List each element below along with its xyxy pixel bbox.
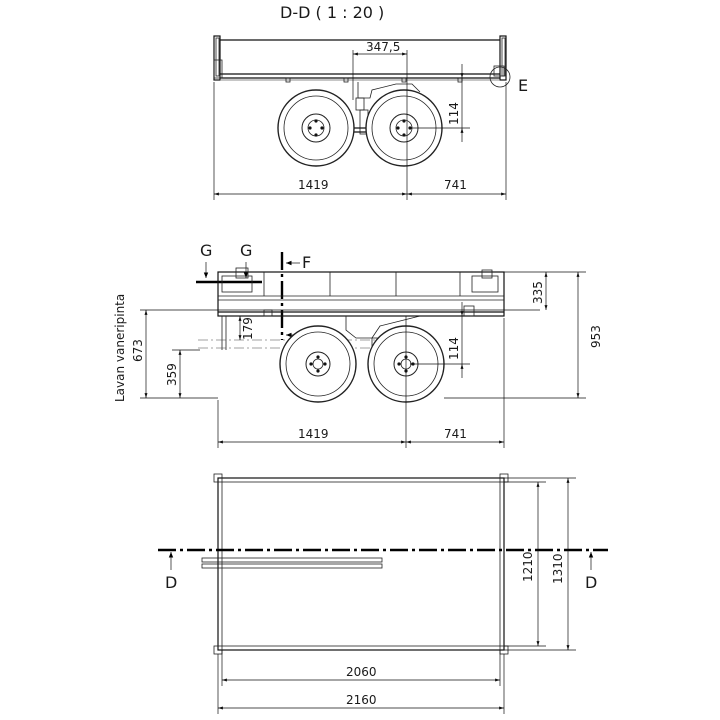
dim-114-section: 114 — [410, 64, 470, 142]
deck-section — [213, 35, 507, 83]
dim-359: 359 — [165, 349, 200, 398]
svg-text:179: 179 — [241, 317, 255, 340]
svg-text:1419: 1419 — [298, 427, 329, 441]
section-view-dd: D-D ( 1 : 20 ) E — [213, 3, 528, 200]
svg-text:114: 114 — [447, 102, 461, 125]
svg-text:347,5: 347,5 — [366, 40, 400, 54]
dim-953: 953 — [444, 272, 603, 399]
svg-text:741: 741 — [444, 427, 467, 441]
dim-1210: 1210 — [504, 481, 546, 647]
wheel-front-section — [277, 89, 355, 167]
section-label-g1: G — [200, 241, 212, 260]
top-view: D D 1210 1310 2060 2160 — [158, 473, 608, 714]
section-label-d-right: D — [585, 573, 597, 592]
svg-text:953: 953 — [589, 325, 603, 348]
dim-2160: 2160 — [217, 654, 505, 714]
svg-text:673: 673 — [131, 339, 145, 362]
dim-347-5: 347,5 — [352, 40, 408, 200]
svg-text:1210: 1210 — [521, 551, 535, 582]
section-label-g2: G — [240, 241, 252, 260]
svg-text:2160: 2160 — [346, 693, 377, 707]
svg-text:359: 359 — [165, 363, 179, 386]
wheel-front-side — [279, 325, 357, 403]
dim-114-side: 114 — [410, 302, 470, 378]
dim-179: 179 — [232, 315, 260, 340]
detail-e-label: E — [518, 76, 528, 95]
svg-text:1419: 1419 — [298, 178, 329, 192]
detail-e-circle — [489, 66, 511, 88]
svg-text:741: 741 — [444, 178, 467, 192]
section-label-d-left: D — [165, 573, 177, 592]
svg-text:2060: 2060 — [346, 665, 377, 679]
dim-length-side: 1419 741 — [217, 316, 505, 448]
deck-side — [217, 267, 505, 317]
svg-text:335: 335 — [531, 281, 545, 304]
section-title: D-D ( 1 : 20 ) — [280, 3, 384, 22]
svg-text:114: 114 — [447, 337, 461, 360]
svg-text:1310: 1310 — [551, 553, 565, 584]
dim-1310: 1310 — [504, 477, 576, 651]
deck-surface-label: Lavan vaneripinta — [113, 294, 127, 402]
side-view: G G F F — [113, 241, 603, 448]
dim-length-section: 1419 741 — [213, 82, 507, 200]
dim-335: 335 — [504, 271, 586, 310]
section-label-f-top: F — [302, 253, 311, 272]
dim-2060: 2060 — [221, 650, 501, 686]
dim-673: 673 — [131, 309, 540, 399]
